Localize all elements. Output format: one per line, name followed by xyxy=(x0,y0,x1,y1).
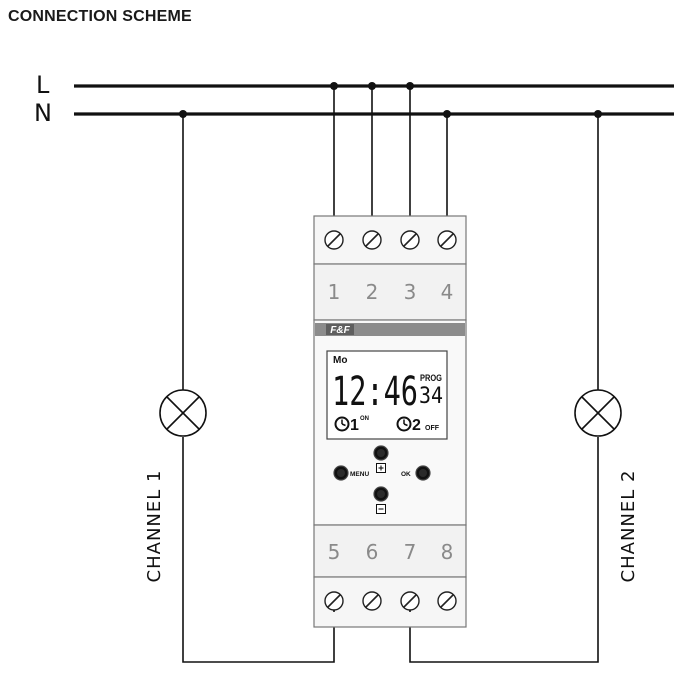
screw-terminal-7 xyxy=(400,591,420,611)
top-number-strip xyxy=(313,263,467,321)
terminal-number: 5 xyxy=(328,540,341,564)
minus-button[interactable] xyxy=(373,486,389,502)
lcd-prog-number: 34 xyxy=(419,384,443,409)
lcd-channel-1-state: ON xyxy=(360,416,369,422)
bottom-terminal-numbers: 5 6 7 8 xyxy=(328,540,454,564)
clock-icon xyxy=(396,416,412,432)
minus-icon xyxy=(376,504,386,514)
supply-lines: L N xyxy=(34,71,674,127)
plus-icon xyxy=(376,463,386,473)
line-n-label: N xyxy=(34,99,52,127)
terminal-number: 2 xyxy=(366,280,379,304)
terminal-number: 7 xyxy=(404,540,417,564)
top-terminal-numbers: 1 2 3 4 xyxy=(328,280,454,304)
screw-terminal-4 xyxy=(437,230,457,250)
channel-1-label: CHANNEL 1 xyxy=(144,470,165,583)
lcd-channel-2-state: OFF xyxy=(425,425,440,432)
terminal-number: 6 xyxy=(366,540,379,564)
plus-button[interactable] xyxy=(373,445,389,461)
top-wires xyxy=(333,86,448,224)
terminal-number: 8 xyxy=(441,540,454,564)
menu-button-label: MENU xyxy=(350,471,369,478)
page-title: CONNECTION SCHEME xyxy=(8,8,192,25)
lamp-channel-2-icon xyxy=(574,389,622,437)
lcd-day: Mo xyxy=(333,355,347,366)
terminal-number: 4 xyxy=(441,280,454,304)
brand-logo: F&F xyxy=(330,325,350,336)
screw-terminal-6 xyxy=(362,591,382,611)
terminal-number: 3 xyxy=(404,280,417,304)
lcd-display xyxy=(326,350,448,440)
screw-terminal-2 xyxy=(362,230,382,250)
bottom-screws xyxy=(324,591,457,611)
channel-2-circuit xyxy=(409,114,599,663)
lamp-channel-1-icon xyxy=(159,389,207,437)
timer-device: 1 2 3 4 F&F Mo 12:46 PROG 34 1 ON 2 OFF xyxy=(313,215,467,628)
ok-button[interactable] xyxy=(415,465,431,481)
lcd-time: 12:46 xyxy=(332,369,418,415)
line-l-label: L xyxy=(36,71,50,99)
screw-terminal-8 xyxy=(437,591,457,611)
ok-button-label: OK xyxy=(401,471,411,478)
screw-terminal-3 xyxy=(400,230,420,250)
lcd-channel-2-number: 2 xyxy=(412,417,421,434)
channel-2-label: CHANNEL 2 xyxy=(618,470,639,583)
menu-button[interactable] xyxy=(333,465,349,481)
terminal-number: 1 xyxy=(328,280,341,304)
screw-terminal-1 xyxy=(324,230,344,250)
lcd-prog-label: PROG xyxy=(420,373,442,383)
clock-icon xyxy=(334,416,350,432)
channel-1-circuit xyxy=(182,114,335,663)
screw-terminal-5 xyxy=(324,591,344,611)
top-screws xyxy=(324,230,457,250)
lcd-channel-1-number: 1 xyxy=(350,417,359,434)
brand-logo-bg xyxy=(326,324,354,335)
